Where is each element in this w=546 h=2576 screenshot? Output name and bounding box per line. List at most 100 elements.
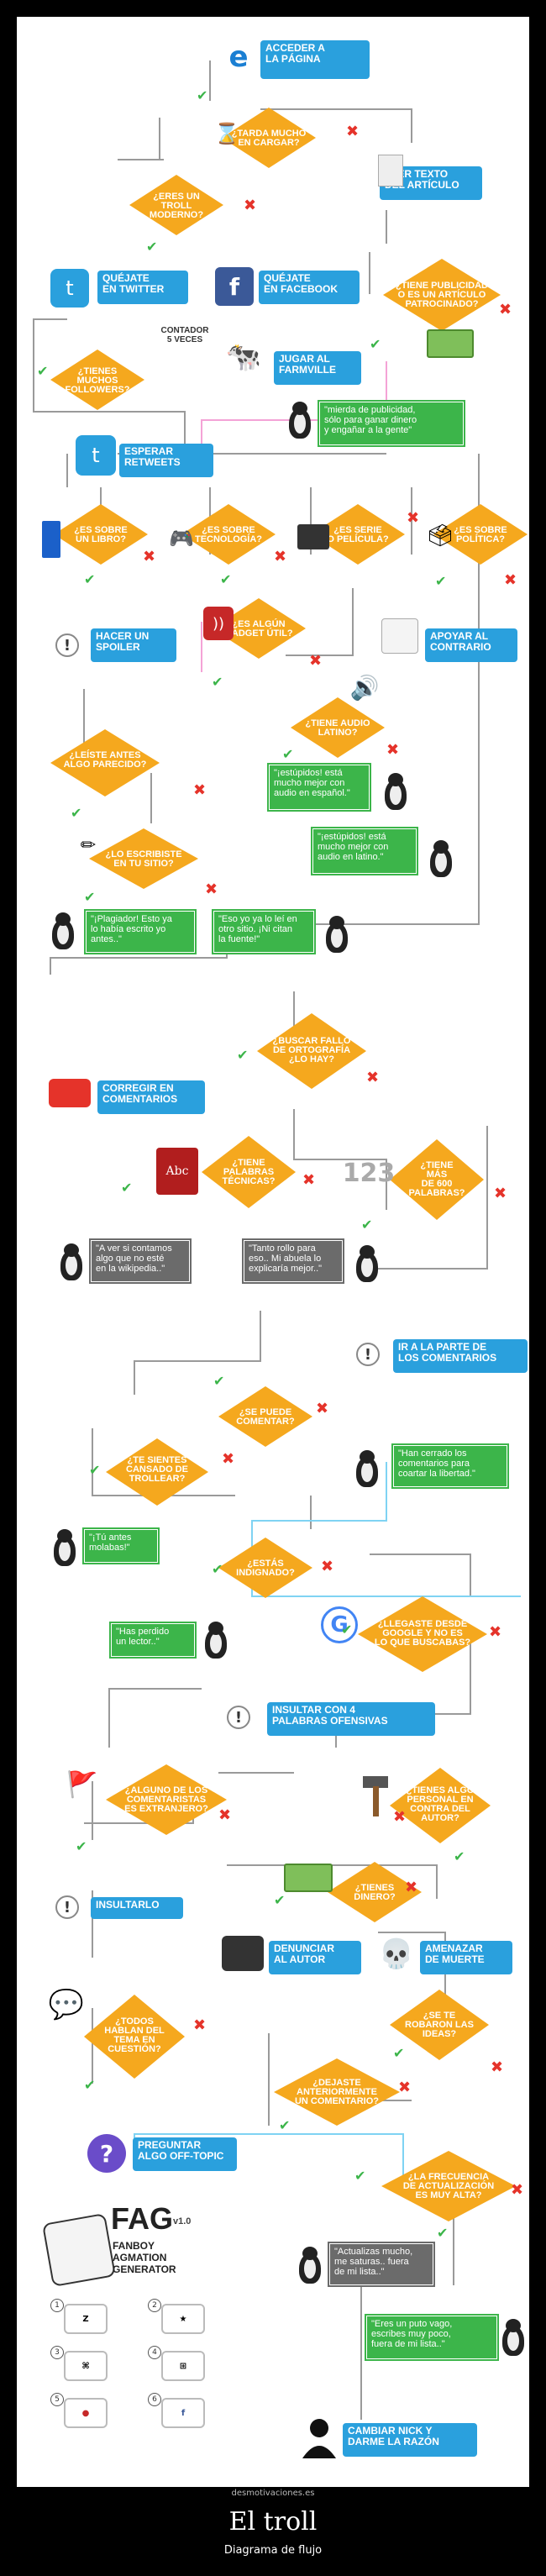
hourglass-icon: ⌛ — [214, 122, 239, 145]
google-icon: G — [321, 1606, 358, 1643]
gamepad-icon: 🎮 — [169, 527, 194, 550]
option-number: 1 — [50, 2299, 64, 2312]
yes-check-icon: ✔ — [84, 2077, 96, 2093]
party-logos-icon: ★ — [161, 2304, 205, 2334]
yes-check-icon: ✔ — [37, 363, 49, 379]
yes-check-icon: ✔ — [84, 571, 96, 587]
flowchart-poster: ACCEDER A LA PÁGINA e LEER TEXTO DEL ART… — [17, 17, 529, 2487]
option-number: 2 — [148, 2299, 161, 2312]
ie-icon: e — [228, 40, 249, 74]
fag-line2: AGMATION — [113, 2252, 167, 2263]
quote-espanol: "¡estúpidos! está mucho mejor con audio … — [267, 763, 371, 812]
penguin-icon — [381, 773, 410, 810]
decision-cansado: ¿TE SIENTES CANSADO DE TROLLEAR? — [106, 1438, 208, 1506]
box-denunciar: DENUNCIAR AL AUTOR — [269, 1941, 361, 1974]
fag-line1: FANBOY — [113, 2240, 155, 2252]
penguin-icon — [286, 402, 314, 439]
decision-comentar: ¿SE PUEDE COMENTAR? — [218, 1386, 312, 1447]
no-cross-icon: ✖ — [143, 548, 156, 565]
decision-followers: ¿TIENES MUCHOS FOLLOWERS? — [50, 350, 144, 410]
no-cross-icon: ✖ — [386, 741, 400, 759]
decision-robaron: ¿SE TE ROBARON LAS IDEAS? — [390, 1990, 489, 2060]
document-icon — [378, 155, 403, 187]
yes-check-icon: ✔ — [213, 1373, 225, 1389]
quote-publicidad: "mierda de publicidad, sólo para ganar d… — [318, 400, 465, 447]
yes-check-icon: ✔ — [237, 1047, 249, 1063]
penguin-icon — [49, 912, 77, 949]
penguin-icon — [50, 1529, 79, 1566]
decision-tecnologia: ¿ES SOBRE TECNOLOGÍA? — [181, 504, 276, 565]
penguin-icon — [296, 2247, 324, 2284]
dice-icon — [41, 2212, 117, 2288]
rss-icon: )) — [203, 607, 234, 640]
yes-check-icon: ✔ — [220, 571, 232, 587]
no-cross-icon: ✖ — [393, 1808, 407, 1826]
quote-wiki: "A ver si contamos algo que no esté en l… — [89, 1238, 192, 1284]
social-logos-icon: f — [161, 2398, 205, 2428]
cow-icon: 🐄 — [225, 340, 262, 374]
decision-tecnicas: ¿TIENE PALABRAS TÉCNICAS? — [202, 1136, 296, 1208]
penguin-icon — [427, 840, 455, 877]
decision-extranjero: ¿ALGUNO DE LOS COMENTARISTAS ES EXTRANJE… — [106, 1764, 227, 1835]
facebook-icon: f — [215, 267, 254, 306]
no-cross-icon: ✖ — [499, 301, 512, 318]
book-icon — [42, 521, 60, 558]
decision-libro: ¿ES SOBRE UN LIBRO? — [54, 504, 148, 565]
yes-check-icon: ✔ — [354, 2168, 366, 2184]
option-number: 4 — [148, 2346, 161, 2359]
site-watermark[interactable]: desmotivaciones.es — [231, 2489, 315, 2498]
box-facebook: QUÉJATE EN FACEBOOK — [259, 271, 360, 304]
no-cross-icon: ✖ — [346, 123, 360, 140]
penguin-icon — [353, 1245, 381, 1282]
no-cross-icon: ✖ — [405, 1879, 418, 1896]
speaker-icon: 🔊 — [349, 673, 380, 702]
no-cross-icon: ✖ — [274, 548, 287, 565]
no-cross-icon: ✖ — [193, 781, 207, 799]
quote-rollo: "Tanto rollo para eso.. Mi abuela lo exp… — [242, 1238, 344, 1284]
decision-google: ¿LLEGASTE DESDE GOOGLE Y NO ES LO QUE BU… — [358, 1596, 487, 1672]
fag-line3: GENERATOR — [113, 2263, 176, 2275]
penguin-icon — [57, 1243, 86, 1280]
yes-check-icon: ✔ — [89, 1462, 101, 1478]
flags-icon: 🚩 — [66, 1769, 98, 1800]
box-apoyar: APOYAR AL CONTRARIO — [425, 628, 517, 662]
exclamation-icon: ! — [356, 1343, 380, 1366]
dictionary-icon: Abc — [156, 1148, 198, 1195]
pencil-icon: ✏ — [80, 834, 97, 856]
exclamation-icon: ! — [55, 633, 79, 657]
quote-actualizas: "Actualizas mucho, me saturas.. fuera de… — [328, 2242, 435, 2287]
yes-check-icon: ✔ — [76, 1838, 87, 1854]
box-acceder: ACCEDER A LA PÁGINA — [260, 40, 370, 79]
skull-icon: 💀 — [378, 1937, 415, 1971]
no-cross-icon: ✖ — [309, 652, 323, 670]
linux-windows-icon: ⊞ — [161, 2351, 205, 2381]
quote-eso: "Eso yo ya lo leí en otro sitio. ¡Ni cit… — [212, 909, 316, 954]
briefcase-icon — [222, 1936, 264, 1971]
yes-check-icon: ✔ — [71, 805, 82, 821]
quote-latino: "¡estúpidos! está mucho mejor con audio … — [311, 827, 418, 875]
option-number: 5 — [50, 2393, 64, 2406]
decision-indignado: ¿ESTÁS INDIGNADO? — [218, 1538, 312, 1598]
option-number: 3 — [50, 2346, 64, 2359]
no-cross-icon: ✖ — [491, 2058, 504, 2076]
decision-frecuencia: ¿LA FRECUENCIA DE ACTUALIZACIÓN ES MUY A… — [381, 2151, 516, 2221]
yes-check-icon: ✔ — [146, 239, 158, 255]
decision-tarda: ¿TARDA MUCHO EN CARGAR? — [222, 108, 316, 168]
hammer-icon — [360, 1773, 393, 1818]
box-farmville: JUGAR AL FARMVILLE — [274, 351, 361, 385]
decision-todos: ¿TODOS HABLAN DEL TEMA EN CUESTIÓN? — [84, 1995, 185, 2079]
yes-check-icon: ✔ — [454, 1848, 465, 1864]
decision-leiste: ¿LEÍSTE ANTES ALGO PARECIDO? — [50, 729, 160, 796]
quote-lector: "Has perdido un lector.." — [109, 1622, 197, 1659]
penguin-icon — [353, 1450, 381, 1487]
apple-android-icon: ⌘ — [64, 2351, 108, 2381]
decision-dejaste: ¿DEJASTE ANTERIORMENTE UN COMENTARIO? — [274, 2058, 400, 2126]
yes-check-icon: ✔ — [274, 1892, 286, 1908]
no-cross-icon: ✖ — [494, 1185, 507, 1202]
no-cross-icon: ✖ — [218, 1806, 232, 1824]
yes-check-icon: ✔ — [361, 1217, 373, 1233]
yes-check-icon: ✔ — [212, 674, 223, 690]
decision-dinero: ¿TIENES DINERO? — [328, 1862, 422, 1922]
yes-check-icon: ✔ — [435, 573, 447, 589]
no-cross-icon: ✖ — [205, 881, 218, 898]
